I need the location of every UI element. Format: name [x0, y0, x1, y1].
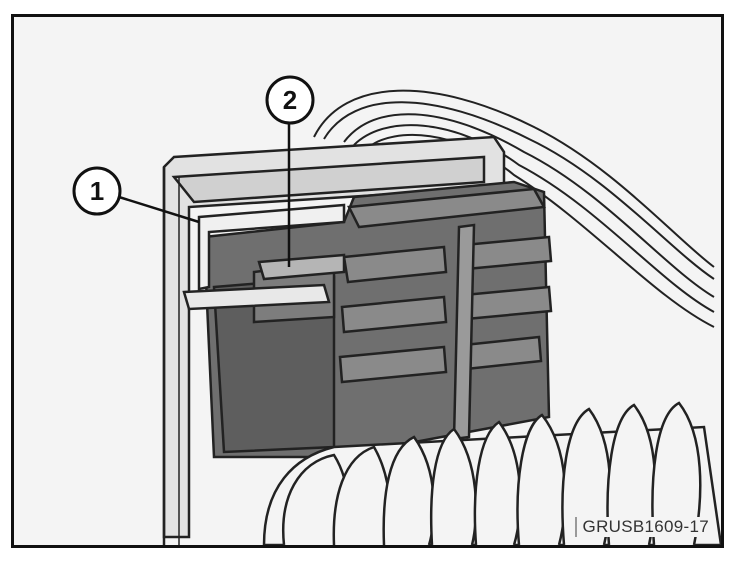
- figure-code: GRUSB1609-17: [574, 517, 711, 537]
- callout-1-number: 1: [90, 176, 104, 206]
- slide-lock: [257, 253, 346, 281]
- locking-tab: [182, 203, 346, 311]
- callout-2-number: 2: [283, 85, 297, 115]
- callout-leaders: [118, 122, 291, 267]
- connector-illustration: 1 2: [72, 75, 721, 545]
- callout-1: 1: [72, 166, 122, 216]
- diagram-frame: 1 2 GRUSB1609-17: [11, 14, 724, 548]
- connector-fins: [338, 187, 553, 441]
- callout-2: 2: [265, 75, 315, 125]
- wire-bundle: [313, 89, 715, 328]
- corrugated-conduit: [262, 401, 721, 545]
